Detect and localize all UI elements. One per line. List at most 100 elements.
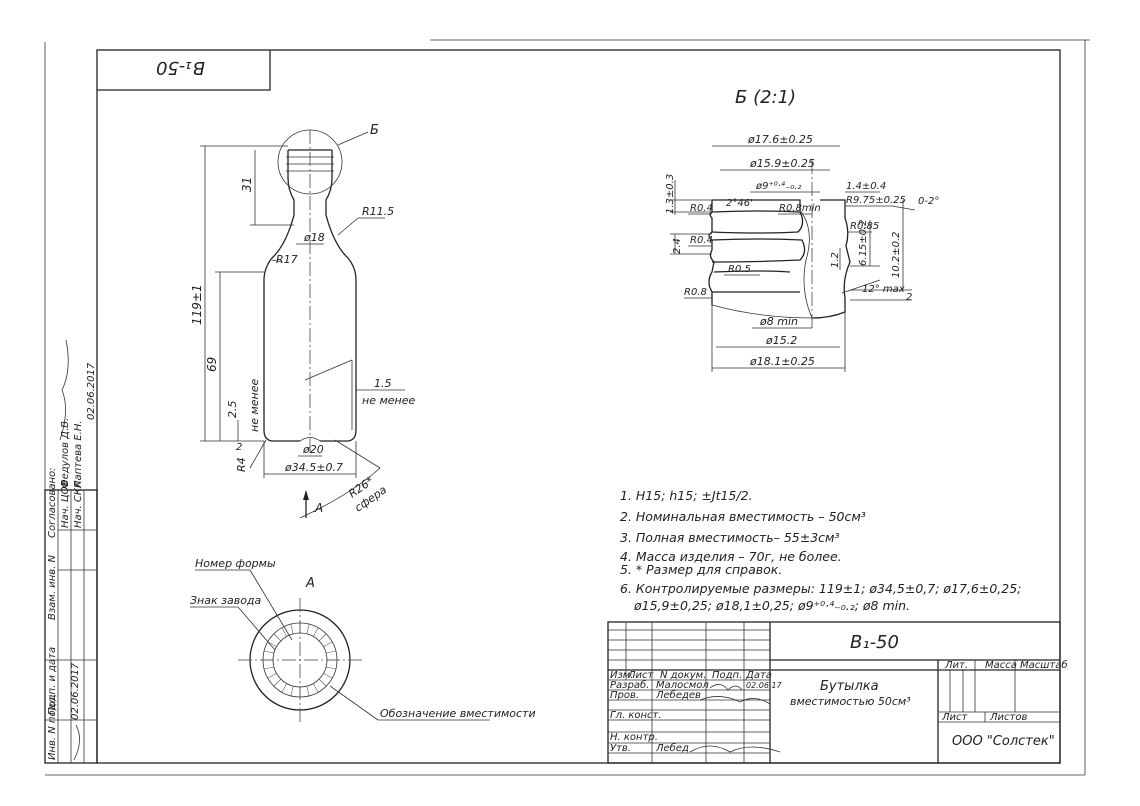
bottom-view-a: A Номер формы Знак завода Обозначе: [190, 557, 536, 722]
dim-angle-12-max: 12° max: [862, 284, 905, 295]
dim-r11-5: R11.5: [362, 205, 394, 218]
dim-119: 119±1: [190, 284, 204, 325]
dim-angle-2-46: 2°46': [726, 198, 753, 209]
dim-d20: ø20: [302, 443, 324, 456]
dim-69: 69: [205, 357, 219, 372]
title-block: B₁-50 Бутылка вместимостью 50см³ ООО "Со…: [607, 621, 1068, 764]
detail-b-circle: [277, 129, 343, 195]
dim-d18: ø18: [303, 231, 325, 244]
note-6: 6. Контролируемые размеры: 119±1; ø34,5±…: [620, 581, 1021, 596]
dim-ne-menee: не менее: [362, 394, 415, 407]
row-gl: Гл. конст.: [610, 710, 662, 721]
sheet-label: Лист: [941, 712, 969, 723]
bottle-main-view: Б 119±1 31 69 2.5 не менее 2 ø18 R11.5 R…: [190, 123, 415, 519]
inv-podl: Инв. N подл.: [47, 694, 58, 760]
dim-r4: R4: [235, 457, 248, 472]
vzam-inv: Взам. инв. N: [47, 555, 58, 620]
sig-date-1: 02.06.2017: [86, 362, 97, 420]
dim-d15-2: ø15.2: [765, 334, 797, 347]
signature-1: [709, 684, 743, 691]
signature-3: [689, 745, 781, 753]
note-2: 2. Номинальная вместимость – 50см³: [620, 509, 866, 524]
podp-data: Подп. и дата: [47, 647, 58, 715]
dim-r0-8-min: R0.8min: [779, 203, 821, 214]
col-izm: Изм.: [610, 670, 634, 681]
title-code: B₁-50: [850, 632, 899, 653]
detail-b-view: Б (2:1) ø17.6±0.25 ø15.9±0.25 ø9⁺⁰·⁴₋₀.₂…: [665, 87, 939, 372]
note-1: 1. H15; h15; ±Jt15/2.: [620, 488, 753, 503]
note-4: 4. Масса изделия – 70г, не более.: [620, 549, 842, 564]
masshtab-label: Масштаб: [1020, 659, 1068, 671]
company-name: ООО "Солстек": [952, 734, 1055, 749]
product-line2: вместимостью 50см³: [790, 695, 911, 708]
sig-date-2: 02.06.2017: [70, 662, 81, 720]
name-2: Лаптева Е.Н.: [73, 420, 84, 489]
razrab-name: Малосмол: [656, 680, 709, 691]
col-podp: Подп.: [712, 670, 742, 681]
dim-r0-85: R0.85: [850, 221, 879, 232]
massa-label: Масса: [985, 660, 1017, 671]
corner-code-box: B₁-50: [97, 50, 271, 91]
role-1: Нач. ЦОВ: [60, 479, 71, 528]
dim-r0-8: R0.8: [684, 287, 707, 298]
dim-ne-menee-vert: не менее: [248, 379, 261, 432]
note-5: 5. * Размер для справок.: [620, 562, 782, 577]
col-doc: N докум.: [660, 670, 706, 681]
dim-2: 2: [236, 442, 242, 453]
row-utv: Утв.: [610, 743, 631, 754]
dim-r0-4-top: R0.4: [690, 203, 713, 214]
side-stamp: Согласовано: Нач. ЦОВ Федулов Д.В. Нач. …: [44, 339, 98, 764]
side-signature-1: [59, 339, 69, 441]
side-signature-2: [73, 724, 80, 761]
col-list: Лист: [627, 670, 655, 681]
dim-r9-75: R9.75±0.25: [846, 195, 906, 206]
technical-notes: 1. H15; h15; ±Jt15/2. 2. Номинальная вме…: [620, 488, 1021, 613]
dim-1-2: 1.2: [830, 252, 841, 268]
note-3: 3. Полная вместимость– 55±3см³: [620, 530, 840, 545]
dim-d17-6: ø17.6±0.25: [747, 133, 813, 146]
row-prov: Пров.: [610, 690, 639, 701]
dim-10-2: 10.2±0.2: [891, 231, 902, 278]
corner-code: B₁-50: [156, 57, 205, 78]
mold-number-label: Номер формы: [195, 557, 276, 570]
dim-r0-4-mid: R0.4: [690, 235, 713, 246]
dim-d8-min: ø8 min: [759, 315, 798, 328]
utv-name: Лебед: [655, 742, 689, 754]
capacity-mark-label: Обозначение вместимости: [380, 707, 536, 720]
row-nkontr: Н. контр.: [610, 732, 658, 743]
label-b: Б: [370, 123, 379, 138]
dim-r17: R17: [276, 253, 298, 266]
product-line1: Бутылка: [820, 679, 879, 694]
dim-2-5: 2.5: [226, 401, 239, 419]
prov-name: Лебедев: [655, 689, 701, 701]
dim-d15-9: ø15.9±0.25: [749, 157, 815, 170]
dim-6-15: 6.15±0.2: [858, 219, 869, 266]
soglasovano: Согласовано:: [47, 467, 58, 538]
detail-b-title: Б (2:1): [735, 87, 796, 108]
name-1: Федулов Д.В.: [60, 418, 71, 488]
dim-r0-5: R0.5: [728, 264, 751, 275]
dim-d9: ø9⁺⁰·⁴₋₀.₂: [755, 180, 801, 192]
plant-mark-label: Знак завода: [190, 594, 262, 607]
date-1: 02.06.17: [746, 681, 783, 690]
signature-2: [699, 696, 771, 705]
dim-1-4: 1.4±0.4: [846, 181, 886, 192]
role-2: Нач. СКК: [73, 480, 84, 528]
dim-d18-1: ø18.1±0.25: [749, 355, 815, 368]
dim-31: 31: [240, 177, 254, 192]
label-a-arrow: A: [314, 501, 323, 515]
row-razrab: Разраб.: [610, 679, 649, 691]
lit-label: Лит.: [944, 660, 968, 671]
dim-d34-5: ø34.5±0.7: [284, 461, 343, 474]
dim-2-4: 2.4: [672, 238, 683, 254]
dim-1-3: 1.3±0.3: [665, 174, 676, 214]
dim-1-5: 1.5: [374, 377, 392, 390]
note-6-cont: ø15,9±0,25; ø18,1±0,25; ø9⁺⁰·⁴₋₀.₂; ø8 m…: [633, 598, 910, 613]
dim-2-b: 2: [906, 292, 912, 303]
frame-border: [96, 49, 1061, 764]
col-date: Дата: [745, 670, 772, 681]
label-a-view: A: [305, 576, 315, 591]
dim-angle-0-2: 0-2°: [918, 196, 939, 207]
sheets-label: Листов: [989, 712, 1027, 723]
